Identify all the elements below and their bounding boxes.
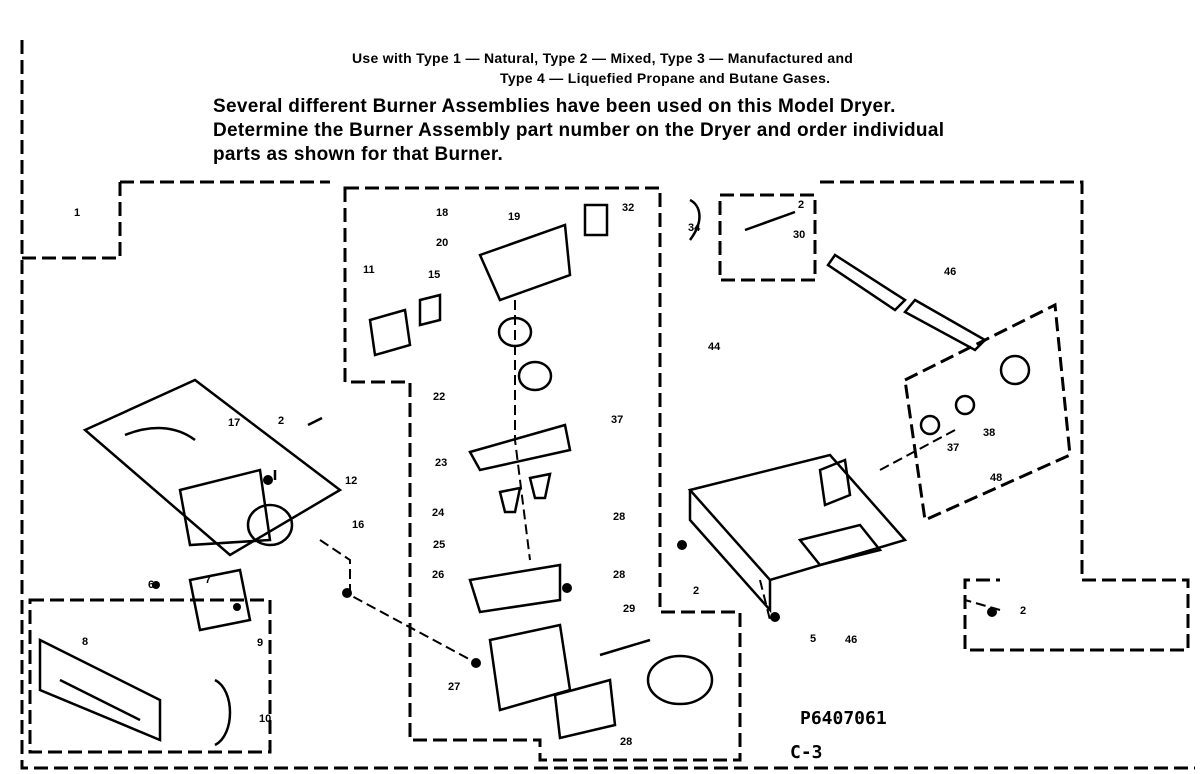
svg-text:28: 28	[620, 736, 632, 748]
diagram-number: P6407061	[800, 708, 887, 729]
coil-37	[517, 360, 553, 392]
svg-text:7: 7	[205, 574, 211, 586]
burner-note-line-1: Several different Burner Assemblies have…	[213, 96, 896, 117]
callout-2: 2	[278, 415, 284, 427]
svg-text:32: 32	[622, 202, 634, 214]
svg-text:46: 46	[944, 266, 956, 278]
svg-text:24: 24	[432, 507, 445, 519]
svg-text:2: 2	[1020, 605, 1026, 617]
svg-text:23: 23	[435, 457, 447, 469]
svg-text:2: 2	[798, 199, 804, 211]
svg-text:28: 28	[613, 569, 625, 581]
burner-tube-assembly	[82, 378, 343, 557]
page-code: C-3	[790, 742, 823, 763]
svg-text:17: 17	[228, 417, 240, 429]
manifold-bracket	[38, 637, 162, 742]
callout-labels: 1 2 2 2 2 6 7 8 9 10 11 12 15 16 17 18 1…	[74, 199, 1026, 748]
gas-type-line-1: Use with Type 1 — Natural, Type 2 — Mixe…	[352, 50, 854, 66]
callout-1: 1	[74, 207, 80, 219]
burner-bracket	[687, 453, 908, 582]
orifice-fitting	[999, 354, 1031, 386]
svg-text:27: 27	[448, 681, 460, 693]
svg-text:10: 10	[259, 713, 271, 725]
svg-text:37: 37	[947, 442, 959, 454]
svg-text:15: 15	[428, 269, 440, 281]
burner-note-line-2: Determine the Burner Assembly part numbe…	[213, 120, 945, 141]
svg-text:11: 11	[363, 264, 375, 276]
svg-text:29: 29	[623, 603, 635, 615]
svg-text:44: 44	[708, 341, 721, 353]
svg-text:18: 18	[436, 207, 448, 219]
igniter-bracket	[478, 223, 572, 302]
svg-text:37: 37	[611, 414, 623, 426]
callout-3: 2	[693, 585, 699, 597]
svg-text:25: 25	[433, 539, 445, 551]
burner-note-line-3: parts as shown for that Burner.	[213, 144, 504, 165]
svg-text:6: 6	[148, 579, 154, 591]
burner-assembly-boundary	[343, 186, 742, 762]
svg-text:46: 46	[845, 634, 857, 646]
outer-boundary	[20, 40, 1195, 770]
svg-text:12: 12	[345, 475, 357, 487]
gas-valve	[488, 623, 572, 712]
svg-text:26: 26	[432, 569, 444, 581]
svg-text:48: 48	[990, 472, 1002, 484]
gas-type-line-2: Type 4 — Liquefied Propane and Butane Ga…	[500, 70, 831, 86]
svg-text:16: 16	[352, 519, 364, 531]
svg-text:5: 5	[810, 633, 816, 645]
svg-text:22: 22	[433, 391, 445, 403]
svg-text:30: 30	[793, 229, 805, 241]
svg-text:34: 34	[688, 222, 701, 234]
svg-text:38: 38	[983, 427, 995, 439]
svg-text:28: 28	[613, 511, 625, 523]
svg-text:9: 9	[257, 637, 263, 649]
svg-text:20: 20	[436, 237, 448, 249]
svg-text:19: 19	[508, 211, 520, 223]
svg-text:8: 8	[82, 636, 88, 648]
